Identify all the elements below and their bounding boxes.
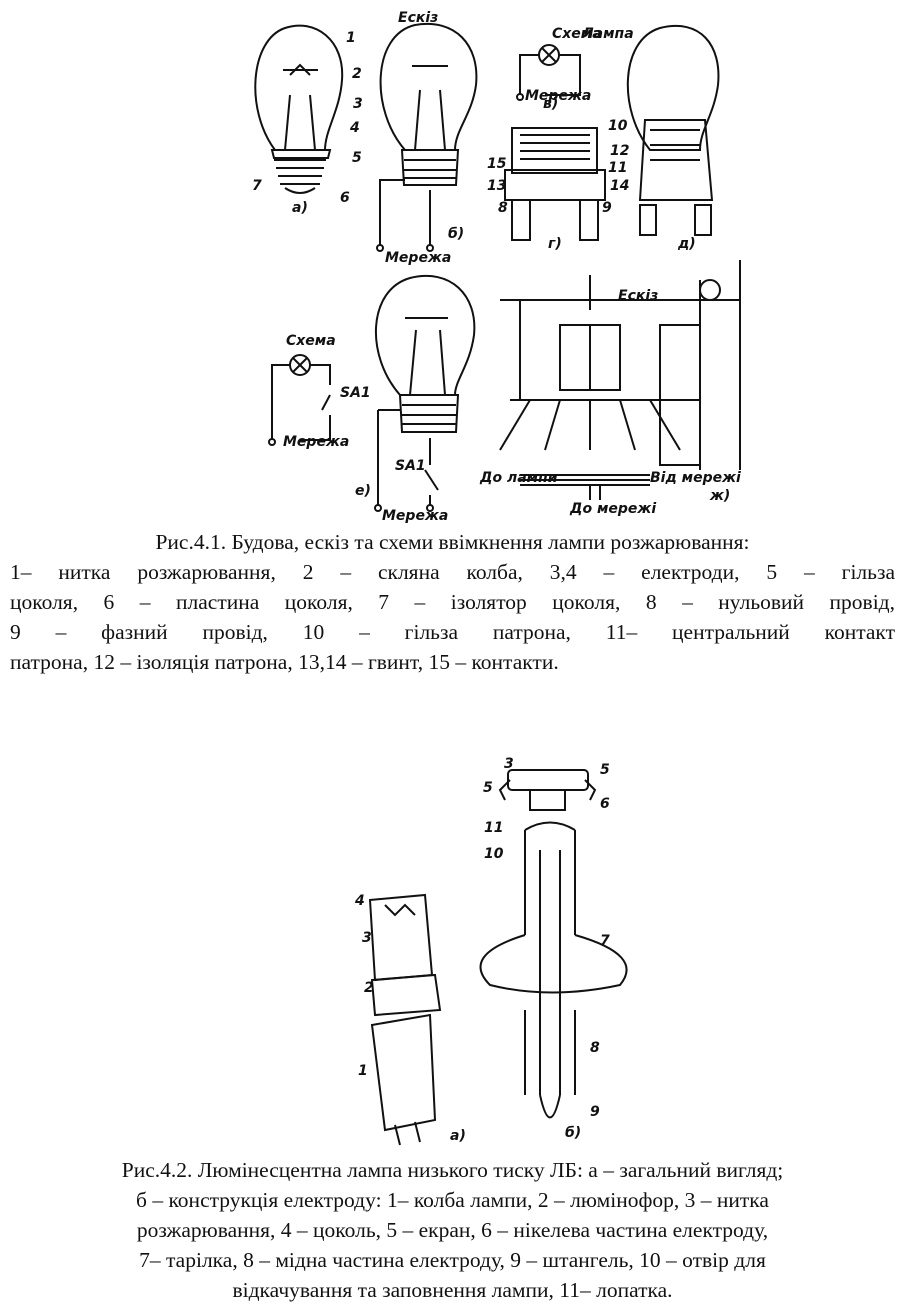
label-panel-b: б)	[448, 226, 464, 242]
f2-label-n3: 3	[362, 930, 372, 946]
figure-incandescent-lamp: Ескіз Схема Лампа Мережа Мережа Ескіз Сх…	[252, 10, 741, 524]
label-n5: 5	[352, 150, 362, 166]
caption2-line-4: 7– тарілка, 8 – мідна частина електроду,…	[139, 1248, 766, 1272]
label-panel-d: д)	[677, 236, 696, 252]
bulb-d-drawing	[626, 25, 720, 236]
label-to-lamp: До лампи	[479, 470, 558, 486]
figure-fluorescent-lamp: 4 3 2 1 а) б) 3 5 5 6 11 10 7 8 9	[354, 756, 628, 1146]
label-scheme-top: Схема	[552, 26, 602, 42]
f2-label-n5: 5	[600, 762, 610, 778]
label-lamp-top: Лампа	[581, 26, 634, 42]
caption1-line-4: патрона, 12 – ізоляція патрона, 13,14 – …	[10, 650, 559, 674]
caption-figure-4-1: Рис.4.1. Будова, ескіз та схеми ввімкнен…	[10, 527, 895, 677]
caption-figure-4-2: Рис.4.2. Люмінесцентна лампа низького ти…	[10, 1155, 895, 1305]
label-sketch-mid: Ескіз	[618, 288, 658, 304]
socket-g-drawing	[504, 127, 606, 241]
room-zh-drawing	[499, 260, 741, 500]
f2-label-panel-a: а)	[450, 1128, 466, 1144]
label-panel-a: а)	[292, 200, 308, 216]
f2-label-n3b: 3	[504, 756, 514, 772]
f2-label-n2: 2	[364, 980, 374, 996]
scheme-v-drawing	[516, 44, 581, 101]
electrode-b-drawing	[479, 769, 628, 1119]
caption2-line-1: Рис.4.2. Люмінесцентна лампа низького ти…	[121, 1158, 784, 1182]
caption1-line-2: цоколя, 6 – пластина цоколя, 7 – ізолято…	[10, 590, 895, 614]
scheme-left-drawing	[268, 354, 331, 446]
label-n8: 8	[498, 200, 508, 216]
label-n15: 15	[487, 156, 507, 172]
label-sa1-e: SA1	[395, 458, 426, 474]
label-n4: 4	[349, 120, 360, 136]
f2-label-n7: 7	[600, 933, 610, 949]
f2-label-n1: 1	[358, 1063, 368, 1079]
label-n10: 10	[608, 118, 628, 134]
bulb-e-drawing	[374, 275, 476, 512]
bulb-a-drawing	[254, 24, 344, 194]
f2-label-n11: 11	[484, 820, 503, 836]
label-network-v: Мережа	[525, 88, 591, 104]
caption1-line-1: 1– нитка розжарювання, 2 – скляна колба,…	[10, 560, 895, 584]
label-panel-v: в)	[543, 96, 558, 112]
label-n12: 12	[610, 143, 629, 159]
label-n7: 7	[252, 178, 262, 194]
label-n9: 9	[602, 200, 612, 216]
f2-label-n4: 4	[354, 893, 365, 909]
label-n6: 6	[340, 190, 350, 206]
label-scheme-left: Схема	[286, 333, 336, 349]
label-to-network: До мережі	[569, 501, 656, 517]
f2-label-n9: 9	[590, 1104, 600, 1120]
bulb-b-drawing	[376, 22, 478, 252]
caption1-title: Рис.4.1. Будова, ескіз та схеми ввімкнен…	[155, 530, 750, 554]
label-sa1-left: SA1	[340, 385, 371, 401]
lamp-a-drawing	[368, 893, 442, 1146]
label-n11: 11	[608, 160, 627, 176]
label-panel-e: е)	[355, 483, 371, 499]
f2-label-panel-b: б)	[565, 1125, 581, 1141]
label-n13: 13	[487, 178, 506, 194]
label-n2: 2	[352, 66, 362, 82]
caption2-line-3: розжарювання, 4 – цоколь, 5 – екран, 6 –…	[136, 1218, 769, 1242]
label-sketch-top: Ескіз	[398, 10, 438, 26]
caption2-line-5: відкачування та заповнення лампи, 11– ло…	[232, 1278, 673, 1302]
label-panel-zh: ж)	[709, 488, 730, 504]
f2-label-n8: 8	[590, 1040, 600, 1056]
f2-label-n10: 10	[484, 846, 504, 862]
label-network-e: Мережа	[382, 508, 448, 524]
label-from-network: Від мережі	[650, 470, 741, 486]
label-network-b: Мережа	[385, 250, 451, 266]
label-n14: 14	[610, 178, 629, 194]
label-network-left: Мережа	[283, 434, 349, 450]
label-n3: 3	[353, 96, 363, 112]
figure2-labels: 4 3 2 1 а) б) 3 5 5 6 11 10 7 8 9	[354, 756, 610, 1144]
figure1-labels: Ескіз Схема Лампа Мережа Мережа Ескіз Сх…	[252, 10, 741, 524]
f2-label-n6: 6	[600, 796, 610, 812]
caption1-line-3: 9 – фазний провід, 10 – гільза патрона, …	[10, 620, 895, 644]
label-panel-g: г)	[548, 236, 562, 252]
f2-label-n5b: 5	[483, 780, 493, 796]
label-n1: 1	[346, 30, 356, 46]
caption2-line-2: б – конструкція електроду: 1– колба ламп…	[136, 1188, 769, 1212]
